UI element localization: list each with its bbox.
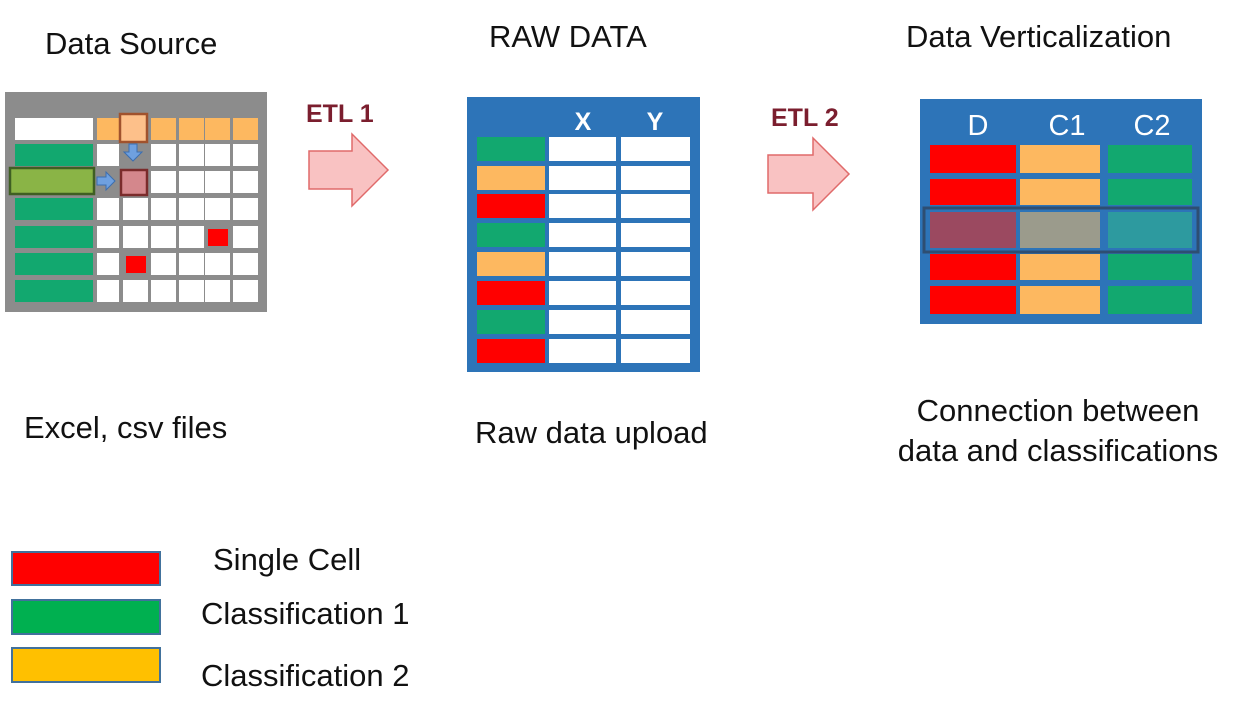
vert-col-c2-header: C2	[1133, 110, 1170, 142]
legend-label-classification-2: Classification 2	[201, 658, 410, 693]
etl-1-arrow	[308, 132, 390, 208]
data-source-title: Data Source	[45, 26, 218, 61]
verticalization-caption-line1: Connection between	[916, 393, 1200, 428]
legend-label-classification-1: Classification 1	[201, 596, 410, 631]
vert-col-c1-header: C1	[1048, 110, 1085, 142]
legend-swatch-single-cell	[11, 551, 161, 586]
verticalization-caption: Connection between data and classificati…	[878, 391, 1238, 471]
etl-2-arrow	[767, 136, 851, 212]
legend-label-single-cell: Single Cell	[213, 542, 362, 577]
raw-data-table-illustration: X Y	[467, 97, 700, 372]
etl-2-label: ETL 2	[771, 104, 839, 132]
data-source-caption: Excel, csv files	[24, 410, 228, 445]
raw-col-x-header: X	[575, 108, 592, 136]
vert-col-d-header: D	[968, 110, 989, 142]
legend-swatch-classification-1	[11, 599, 161, 635]
etl-1-label: ETL 1	[306, 100, 374, 128]
raw-data-caption: Raw data upload	[475, 415, 708, 450]
data-verticalization-title: Data Verticalization	[906, 19, 1172, 54]
verticalization-table-illustration: D C1 C2	[920, 99, 1202, 324]
data-source-spreadsheet-illustration	[5, 92, 267, 312]
verticalization-caption-line2: data and classifications	[897, 433, 1219, 468]
raw-col-y-header: Y	[647, 108, 664, 136]
legend-swatch-classification-2	[11, 647, 161, 683]
raw-data-title: RAW DATA	[489, 19, 647, 54]
